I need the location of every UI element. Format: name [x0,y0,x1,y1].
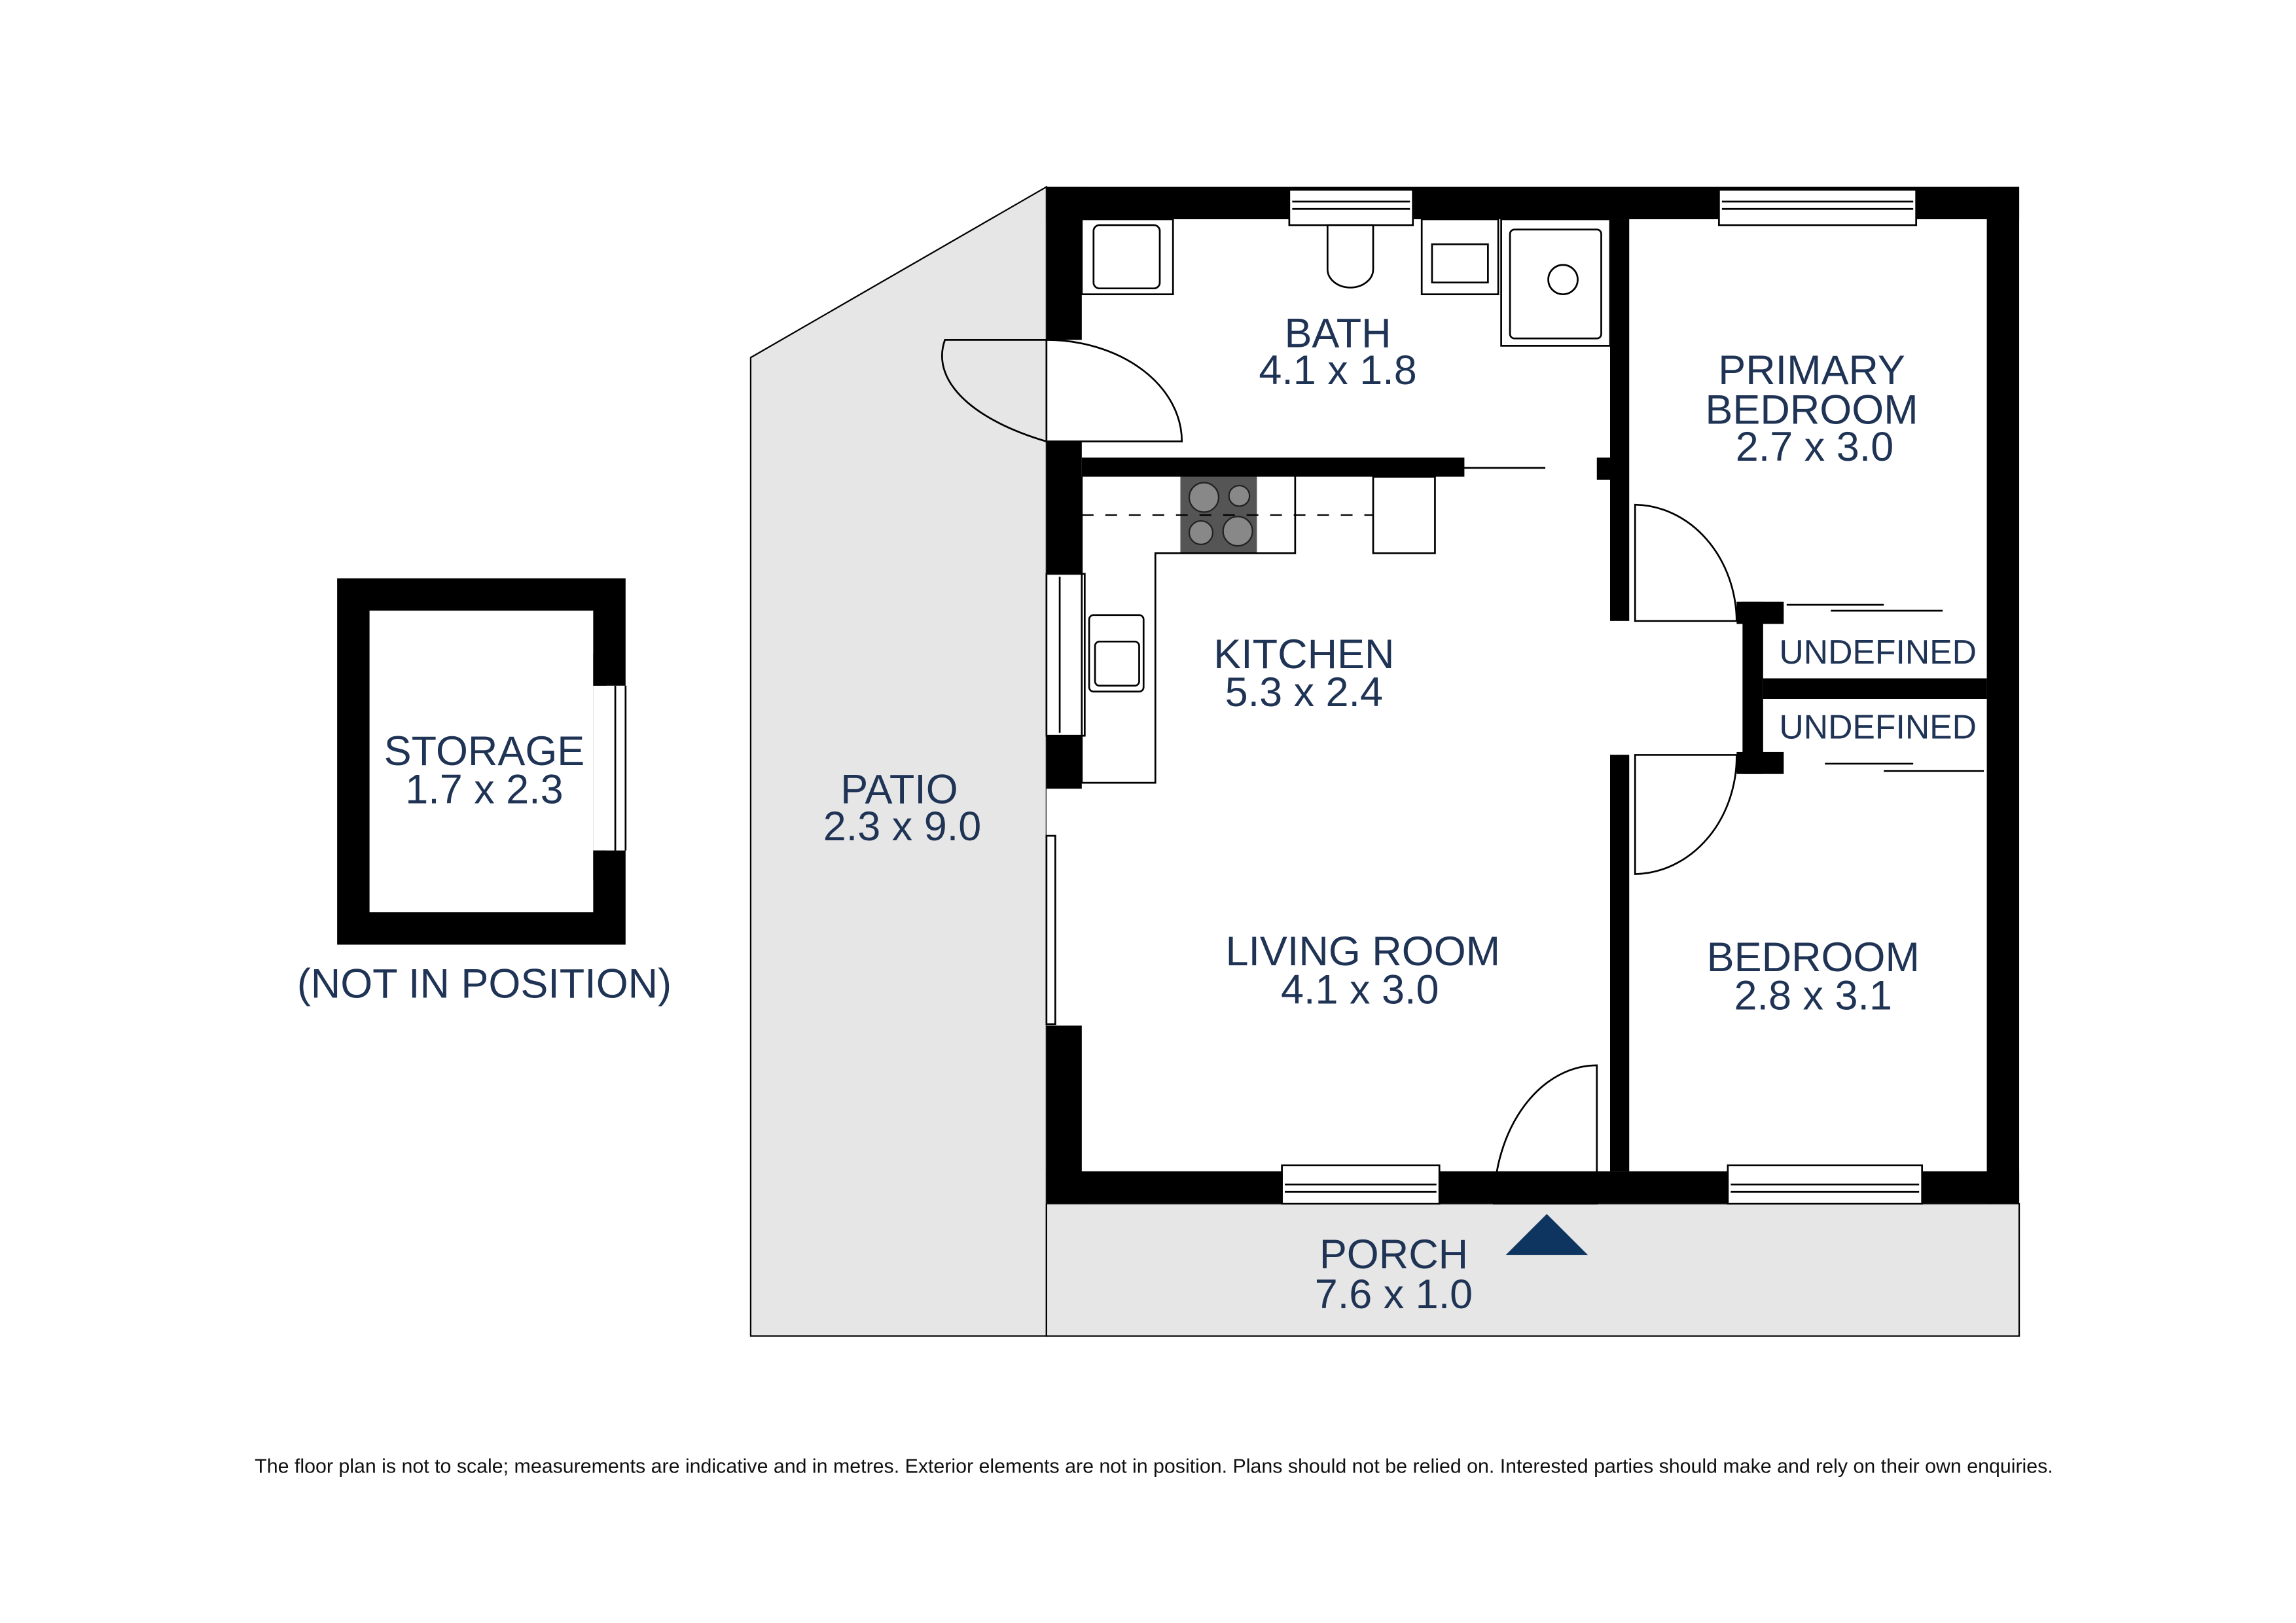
primary-bedroom-name-1: PRIMARY [1718,348,1905,393]
doors [941,339,1984,1205]
bedroom-name: BEDROOM [1707,935,1920,980]
bath-name: BATH [1284,311,1391,357]
storage-building [337,578,627,945]
storage-note: (NOT IN POSITION) [297,961,672,1007]
toilet-icon [1326,224,1374,289]
living-room-size: 4.1 x 3.0 [1281,967,1439,1012]
porch-area [1045,1203,2020,1337]
primary-bedroom-name-2: BEDROOM [1705,387,1918,433]
patio-name: PATIO [840,767,958,813]
disclaimer: The floor plan is not to scale; measurem… [255,1456,2053,1478]
fixtures [1081,218,1611,784]
entrance-arrow-icon [1505,1213,1588,1255]
porch-size: 7.6 x 1.0 [1315,1272,1473,1317]
undefined-2-name: UNDEFINED [1779,708,1977,746]
storage-name: STORAGE [384,728,585,774]
bath-size: 4.1 x 1.8 [1259,348,1416,393]
windows [1045,188,1924,1205]
living-room-name: LIVING ROOM [1225,929,1500,974]
storage-size: 1.7 x 2.3 [405,767,563,813]
patio-size: 2.3 x 9.0 [823,804,981,849]
undefined-1-name: UNDEFINED [1779,633,1977,671]
bedroom-size: 2.8 x 3.1 [1734,972,1892,1018]
kitchen-name: KITCHEN [1213,632,1394,677]
patio-area [749,185,1047,1337]
porch-name: PORCH [1319,1232,1468,1277]
primary-bedroom-size: 2.7 x 3.0 [1736,424,1893,470]
kitchen-size: 5.3 x 2.4 [1225,669,1383,715]
